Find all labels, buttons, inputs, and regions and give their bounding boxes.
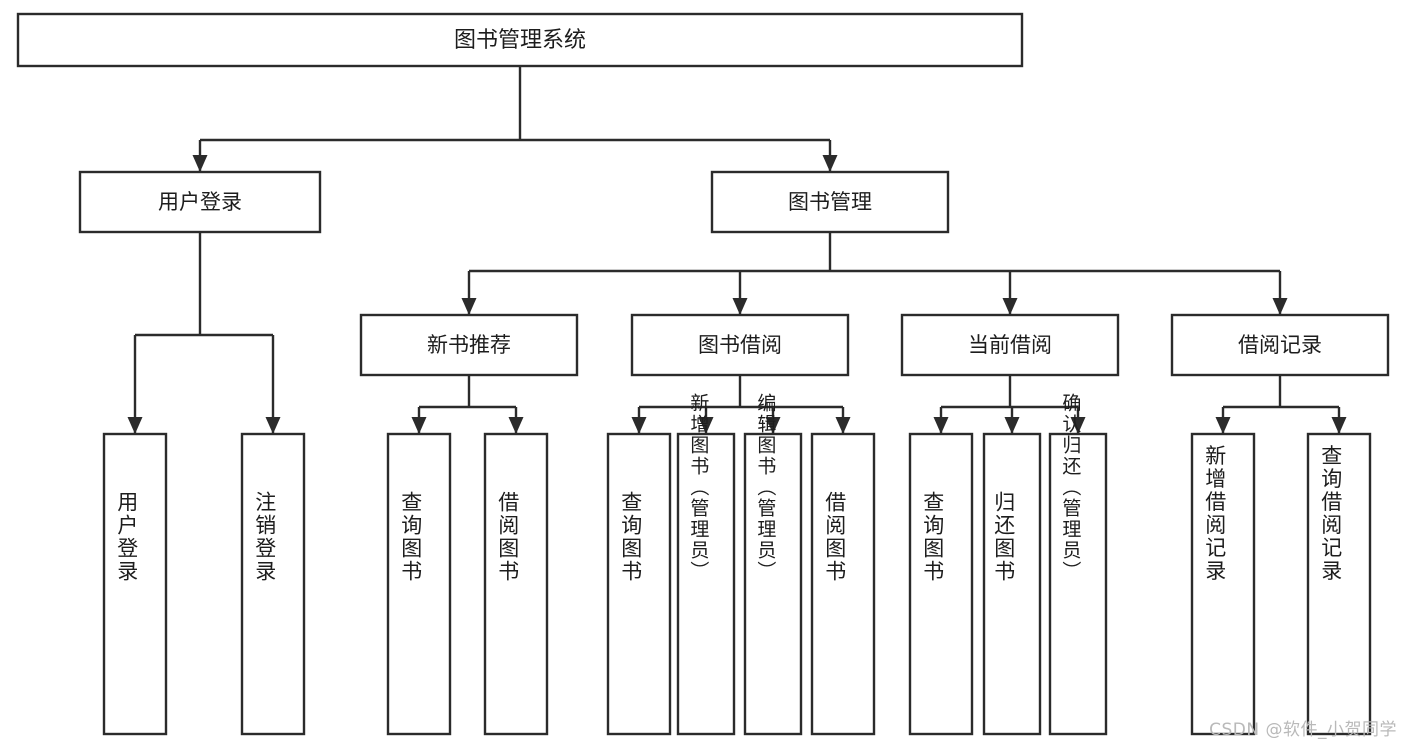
- node-label: 用户登录: [115, 491, 139, 583]
- node-box: [240, 432, 306, 736]
- node-label: 借阅图书: [496, 491, 520, 583]
- node-label: 归还图书: [992, 491, 1016, 583]
- connector-arrow-icon: [265, 417, 281, 434]
- diagram-node-leaf10[interactable]: 归还图书: [982, 432, 1042, 736]
- node-label: 查询借阅记录: [1319, 445, 1343, 583]
- node-label: 借阅图书: [823, 491, 847, 583]
- diagram-node-records[interactable]: 借阅记录: [1170, 313, 1390, 377]
- node-box: [676, 432, 736, 736]
- node-label: 确认归还（管理员）: [1059, 392, 1081, 581]
- diagram-node-leaf6[interactable]: 新增图书（管理员）: [676, 392, 736, 736]
- connector-arrow-icon: [461, 298, 477, 315]
- node-box: [743, 432, 803, 736]
- node-box: [630, 313, 850, 377]
- diagram-node-leaf1[interactable]: 用户登录: [102, 432, 168, 736]
- node-box: [102, 432, 168, 736]
- connector-arrow-icon: [732, 298, 748, 315]
- connector-arrow-icon: [933, 417, 949, 434]
- node-box: [1306, 432, 1372, 736]
- node-box: [900, 313, 1120, 377]
- node-label: 注销登录: [253, 491, 277, 583]
- node-label: 新书推荐: [427, 333, 511, 357]
- diagram-node-leaf9[interactable]: 查询图书: [908, 432, 974, 736]
- diagram-node-newbook[interactable]: 新书推荐: [359, 313, 579, 377]
- node-label: 图书管理: [788, 190, 872, 214]
- diagram-node-leaf4[interactable]: 借阅图书: [483, 432, 549, 736]
- node-box: [1048, 432, 1108, 736]
- diagram-node-leaf13[interactable]: 查询借阅记录: [1306, 432, 1372, 736]
- node-box: [16, 12, 1024, 68]
- connector-arrow-icon: [1002, 298, 1018, 315]
- connector-arrow-icon: [1215, 417, 1231, 434]
- diagram-node-leaf11[interactable]: 确认归还（管理员）: [1048, 392, 1108, 736]
- node-label: 用户登录: [158, 190, 242, 214]
- diagram-node-leaf5[interactable]: 查询图书: [606, 432, 672, 736]
- node-box: [710, 170, 950, 234]
- node-layer: 图书管理系统用户登录图书管理新书推荐图书借阅当前借阅借阅记录用户登录注销登录查询…: [16, 12, 1390, 736]
- diagram-node-bookmgmt[interactable]: 图书管理: [710, 170, 950, 234]
- node-label: 编辑图书（管理员）: [754, 392, 776, 581]
- connector-arrow-icon: [508, 417, 524, 434]
- connector-arrow-icon: [765, 417, 781, 434]
- diagram-node-leaf8[interactable]: 借阅图书: [810, 432, 876, 736]
- node-box: [386, 432, 452, 736]
- node-box: [1190, 432, 1256, 736]
- connector-arrow-icon: [822, 155, 838, 172]
- diagram-node-leaf7[interactable]: 编辑图书（管理员）: [743, 392, 803, 736]
- node-label: 图书借阅: [698, 333, 782, 357]
- node-box: [1170, 313, 1390, 377]
- node-box: [810, 432, 876, 736]
- node-box: [483, 432, 549, 736]
- connector-arrow-icon: [127, 417, 143, 434]
- connector-arrow-icon: [1331, 417, 1347, 434]
- diagram-node-leaf3[interactable]: 查询图书: [386, 432, 452, 736]
- connector-arrow-icon: [698, 417, 714, 434]
- connector-arrow-icon: [1272, 298, 1288, 315]
- connector-arrow-icon: [411, 417, 427, 434]
- node-label: 借阅记录: [1238, 333, 1322, 357]
- node-box: [359, 313, 579, 377]
- connector-arrow-icon: [1004, 417, 1020, 434]
- node-label: 新增借阅记录: [1203, 445, 1227, 583]
- diagram-node-leaf12[interactable]: 新增借阅记录: [1190, 432, 1256, 736]
- node-box: [908, 432, 974, 736]
- diagram-node-current[interactable]: 当前借阅: [900, 313, 1120, 377]
- connector-arrow-icon: [835, 417, 851, 434]
- node-box: [78, 170, 322, 234]
- diagram-node-borrow[interactable]: 图书借阅: [630, 313, 850, 377]
- node-label: 查询图书: [399, 491, 423, 583]
- node-box: [606, 432, 672, 736]
- node-box: [982, 432, 1042, 736]
- connector-arrow-icon: [192, 155, 208, 172]
- connector-arrow-icon: [1070, 417, 1086, 434]
- node-label: 查询图书: [921, 491, 945, 583]
- node-label: 查询图书: [619, 491, 643, 583]
- node-label: 图书管理系统: [454, 28, 586, 53]
- connector-arrow-icon: [631, 417, 647, 434]
- node-label: 新增图书（管理员）: [687, 392, 709, 581]
- connector-layer: [127, 66, 1347, 434]
- diagram-node-root[interactable]: 图书管理系统: [16, 12, 1024, 68]
- node-label: 当前借阅: [968, 333, 1052, 357]
- diagram-node-leaf2[interactable]: 注销登录: [240, 432, 306, 736]
- diagram-node-login[interactable]: 用户登录: [78, 170, 322, 234]
